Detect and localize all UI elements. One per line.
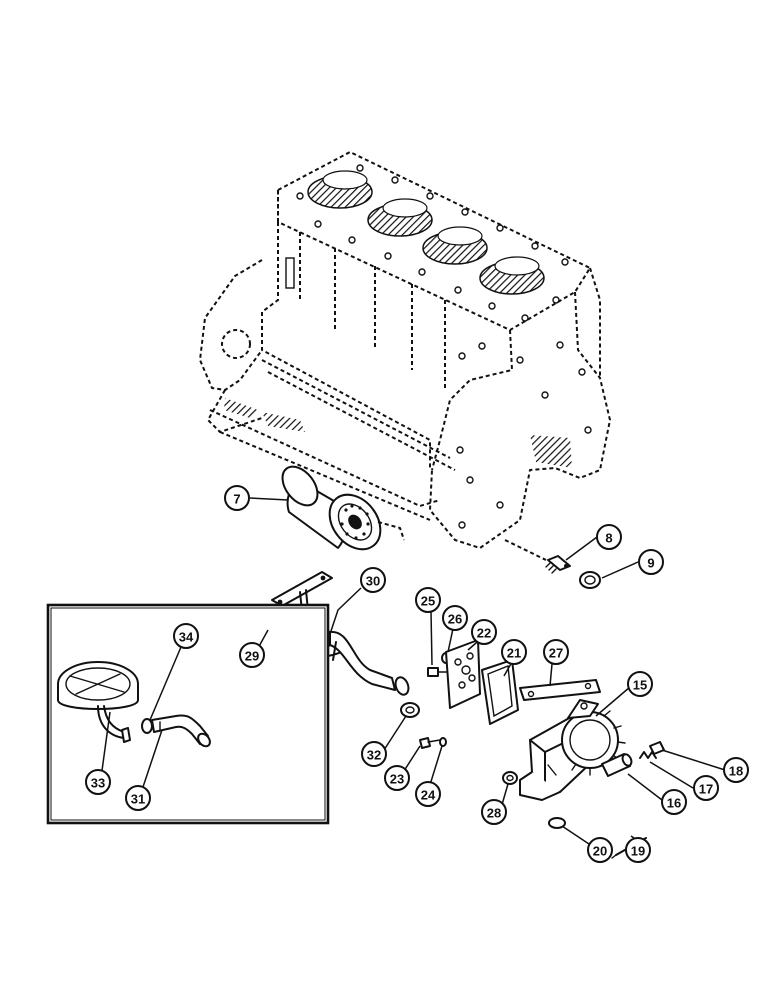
callout-label: 19 <box>631 844 645 859</box>
strainer-33 <box>57 661 139 743</box>
suction-pipe-31 <box>151 714 211 748</box>
callout-7: 7 <box>224 485 250 511</box>
callout-label: 27 <box>549 646 563 661</box>
callout-label: 9 <box>647 556 654 571</box>
seal-34 <box>141 718 153 734</box>
callout-circle <box>173 623 199 649</box>
callout-23: 23 <box>384 765 410 791</box>
callout-label: 7 <box>233 492 240 507</box>
gasket-21 <box>481 659 519 725</box>
callout-28: 28 <box>481 799 507 825</box>
callout-circle <box>85 769 111 795</box>
callout-circle <box>543 639 569 665</box>
callout-22: 22 <box>471 619 497 645</box>
callout-circle <box>384 765 410 791</box>
callout-circle <box>596 524 622 550</box>
cap-18 <box>649 741 665 755</box>
oil-pump-body-15 <box>519 699 626 801</box>
callout-circle <box>239 642 265 668</box>
callout-30: 30 <box>360 567 386 593</box>
callout-24: 24 <box>415 781 441 807</box>
callout-circle <box>471 619 497 645</box>
callout-label: 25 <box>421 594 435 609</box>
callout-19: 19 <box>625 837 651 863</box>
plug <box>504 539 571 574</box>
callout-label: 21 <box>507 646 521 661</box>
callout-32: 32 <box>361 741 387 767</box>
callout-circle <box>625 837 651 863</box>
washer-24 <box>439 737 447 747</box>
oil-filter <box>281 465 405 551</box>
callout-label: 8 <box>605 531 612 546</box>
callout-18: 18 <box>723 757 749 783</box>
callout-circle <box>661 789 687 815</box>
callout-25: 25 <box>415 587 441 613</box>
callout-circle <box>481 799 507 825</box>
callout-label: 30 <box>366 574 380 589</box>
callout-circle <box>125 785 151 811</box>
callout-27: 27 <box>543 639 569 665</box>
callout-31: 31 <box>125 785 151 811</box>
callout-label: 33 <box>91 776 105 791</box>
callout-circle <box>638 549 664 575</box>
callouts: 7 8 9 30 29 25 26 22 21 27 15 34 33 31 32 23 24 28 18 17 16 1… <box>85 485 749 863</box>
callout-20: 20 <box>587 837 613 863</box>
plunger-16 <box>601 753 633 777</box>
callout-33: 33 <box>85 769 111 795</box>
callout-label: 22 <box>477 626 491 641</box>
callout-17: 17 <box>693 775 719 801</box>
callout-label: 28 <box>487 806 501 821</box>
screw-25 <box>427 667 447 677</box>
seal-ring-32 <box>400 702 420 718</box>
callout-circle <box>360 567 386 593</box>
strap-plate-27 <box>519 679 601 701</box>
callout-label: 24 <box>421 788 436 803</box>
callout-label: 20 <box>593 844 607 859</box>
callout-circle <box>587 837 613 863</box>
callout-circle <box>501 639 527 665</box>
cover-plate-22 <box>445 639 481 709</box>
callout-circle <box>442 605 468 631</box>
washer-ring <box>579 571 601 589</box>
plug-20 <box>548 817 566 829</box>
bolt-23 <box>419 737 441 749</box>
callout-circle <box>693 775 719 801</box>
callout-label: 31 <box>131 792 145 807</box>
callout-16: 16 <box>661 789 687 815</box>
callout-9: 9 <box>638 549 664 575</box>
callout-label: 29 <box>245 649 259 664</box>
callout-21: 21 <box>501 639 527 665</box>
callout-label: 18 <box>729 764 743 779</box>
callout-label: 17 <box>699 782 713 797</box>
callout-15: 15 <box>627 671 653 697</box>
callout-34: 34 <box>173 623 199 649</box>
callout-26: 26 <box>442 605 468 631</box>
callout-circle <box>224 485 250 511</box>
callout-8: 8 <box>596 524 622 550</box>
callout-circle <box>723 757 749 783</box>
engine-block <box>199 151 611 549</box>
callout-circle <box>415 781 441 807</box>
callout-label: 34 <box>179 630 194 645</box>
callout-circle <box>415 587 441 613</box>
callout-label: 15 <box>633 678 647 693</box>
callout-label: 23 <box>390 772 404 787</box>
o-ring-28 <box>502 771 518 785</box>
callout-label: 26 <box>448 612 462 627</box>
callout-circle <box>627 671 653 697</box>
callout-label: 32 <box>367 748 381 763</box>
callout-29: 29 <box>239 642 265 668</box>
callout-circle <box>361 741 387 767</box>
callout-label: 16 <box>667 796 681 811</box>
